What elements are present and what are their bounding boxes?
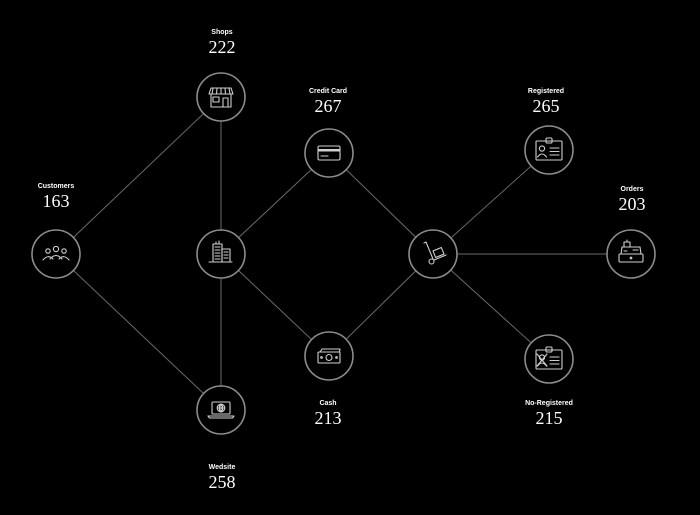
credit-card-icon — [317, 145, 341, 161]
node-cash[interactable] — [304, 331, 354, 381]
office-building-icon — [208, 240, 233, 263]
node-website[interactable] — [196, 385, 246, 435]
hand-truck-icon — [423, 241, 447, 265]
node-credit-card[interactable] — [304, 128, 354, 178]
cash-label: Cash — [319, 400, 337, 407]
website-label: Wedsite — [208, 464, 236, 471]
label-shops: Shops 222 — [172, 28, 272, 57]
edge-delivery-registered — [432, 149, 550, 255]
label-orders: Orders 203 — [582, 185, 682, 214]
credit-card-label: Credit Card — [308, 88, 348, 95]
edge-customers-website — [55, 253, 222, 411]
node-customers[interactable] — [31, 229, 81, 279]
cash-icon — [317, 348, 341, 364]
customers-label: Customers — [37, 183, 75, 190]
orders-label: Orders — [620, 186, 644, 193]
cash-value: 213 — [314, 408, 342, 428]
registered-value: 265 — [532, 96, 560, 116]
edge-delivery-noregistered — [432, 253, 550, 360]
no-registered-label: No-Registered — [525, 400, 573, 407]
edge-customers-shops — [55, 96, 222, 255]
label-registered: Registered 265 — [496, 87, 596, 116]
label-customers: Customers 163 — [6, 182, 106, 211]
label-website: Wedsite 258 — [172, 463, 272, 492]
label-credit-card: Credit Card 267 — [278, 87, 378, 116]
people-icon — [42, 245, 70, 261]
node-shops[interactable] — [196, 72, 246, 122]
shops-label: Shops — [211, 29, 233, 36]
credit-card-value: 267 — [314, 96, 342, 116]
id-badge-icon — [535, 137, 563, 161]
node-no-registered[interactable] — [524, 334, 574, 384]
node-company[interactable] — [196, 229, 246, 279]
customers-value: 163 — [42, 191, 70, 211]
registered-label: Registered — [527, 88, 565, 95]
node-delivery[interactable] — [408, 229, 458, 279]
no-registered-value: 215 — [535, 408, 563, 428]
node-orders[interactable] — [606, 229, 656, 279]
node-registered[interactable] — [524, 125, 574, 175]
laptop-globe-icon — [207, 401, 235, 419]
shops-value: 222 — [208, 37, 236, 57]
orders-value: 203 — [618, 194, 646, 214]
storefront-icon — [208, 87, 234, 108]
label-cash: Cash 213 — [278, 399, 378, 428]
id-badge-x-icon — [535, 346, 563, 370]
label-no-registered: No-Registered 215 — [499, 399, 599, 428]
website-value: 258 — [208, 472, 236, 492]
cash-register-icon — [618, 239, 644, 263]
